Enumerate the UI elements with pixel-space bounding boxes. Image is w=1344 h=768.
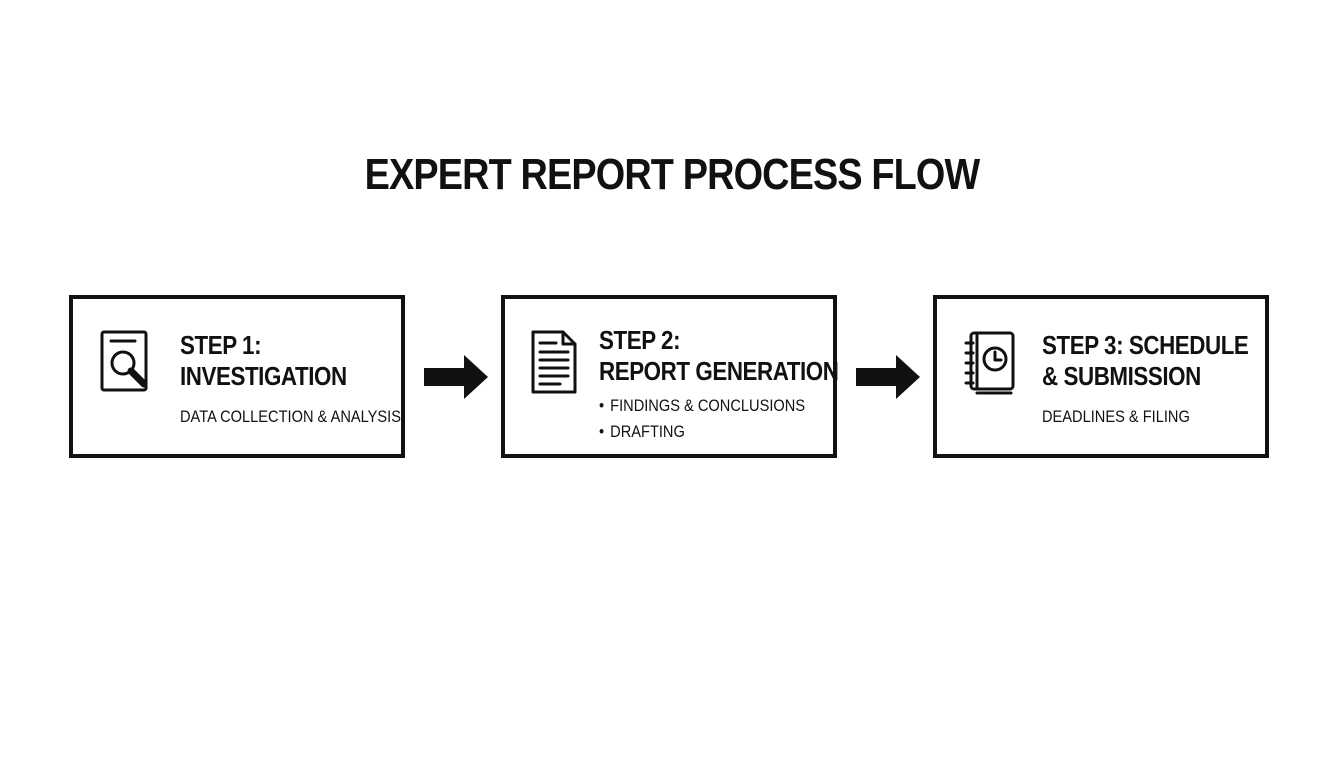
document-icon <box>525 329 581 397</box>
right-arrow-icon <box>856 353 922 401</box>
step-1-heading-line-1: STEP 1: <box>180 330 262 360</box>
step-3-box: STEP 3: SCHEDULE & SUBMISSION DEADLINES … <box>933 295 1269 458</box>
step-3-heading: STEP 3: SCHEDULE & SUBMISSION <box>1042 330 1249 392</box>
step-3-heading-line-1: STEP 3: SCHEDULE <box>1042 330 1249 360</box>
step-1-heading: STEP 1: INVESTIGATION <box>180 330 347 392</box>
magnifier-document-icon <box>99 329 155 397</box>
right-arrow-icon <box>424 353 490 401</box>
step-2-heading: STEP 2: REPORT GENERATION <box>599 325 839 387</box>
step-1-heading-line-2: INVESTIGATION <box>180 361 347 391</box>
step-2-bullet-1: FINDINGS & CONCLUSIONS <box>599 393 805 419</box>
clock-notebook-icon <box>963 329 1019 397</box>
step-2-box: STEP 2: REPORT GENERATION FINDINGS & CON… <box>501 295 839 458</box>
step-2-bullet-2: DRAFTING <box>599 419 805 445</box>
step-1-box: STEP 1: INVESTIGATION DATA COLLECTION & … <box>69 295 405 458</box>
step-3-description: DEADLINES & FILING <box>1042 407 1190 426</box>
diagram-title: EXPERT REPORT PROCESS FLOW <box>364 150 981 199</box>
step-2-heading-line-1: STEP 2: <box>599 325 681 355</box>
step-1-description: DATA COLLECTION & ANALYSIS <box>180 407 401 426</box>
step-2-heading-line-2: REPORT GENERATION <box>599 356 839 386</box>
step-3-heading-line-2: & SUBMISSION <box>1042 361 1201 391</box>
step-2-bullet-list: FINDINGS & CONCLUSIONS DRAFTING <box>599 393 805 445</box>
